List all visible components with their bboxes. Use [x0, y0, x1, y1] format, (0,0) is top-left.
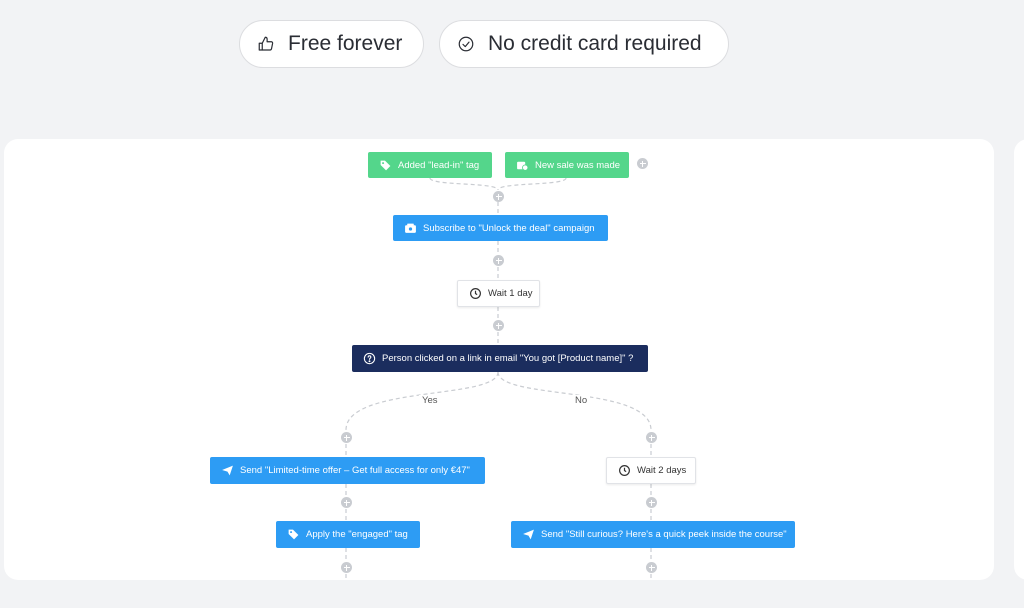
add-trigger-button[interactable]	[637, 158, 648, 169]
check-circle-icon	[456, 34, 476, 54]
next-card-edge	[1014, 139, 1024, 580]
sale-icon	[515, 158, 529, 172]
trigger-new-sale[interactable]: New sale was made	[505, 152, 629, 178]
question-icon	[362, 352, 376, 366]
node-label: Apply the "engaged" tag	[306, 529, 408, 540]
node-label: Wait 1 day	[488, 288, 533, 299]
branch-no-label: No	[572, 395, 591, 406]
node-label: Send "Limited-time offer – Get full acce…	[240, 465, 470, 476]
node-label: Send "Still curious? Here's a quick peek…	[541, 529, 787, 540]
clock-icon	[617, 464, 631, 478]
add-step-button[interactable]	[493, 320, 504, 331]
clock-icon	[468, 287, 482, 301]
node-label: Person clicked on a link in email "You g…	[382, 353, 634, 364]
node-label: Subscribe to "Unlock the deal" campaign	[423, 222, 595, 234]
condition-link-clicked[interactable]: Person clicked on a link in email "You g…	[352, 345, 648, 372]
node-label: New sale was made	[535, 159, 621, 171]
thumbs-up-icon	[256, 34, 276, 54]
add-step-button[interactable]	[341, 562, 352, 573]
send-icon	[521, 528, 535, 542]
add-step-button[interactable]	[493, 255, 504, 266]
action-subscribe-campaign[interactable]: Subscribe to "Unlock the deal" campaign	[393, 215, 608, 241]
node-label: Wait 2 days	[637, 465, 687, 476]
action-send-still-curious[interactable]: Send "Still curious? Here's a quick peek…	[511, 521, 795, 548]
add-step-button[interactable]	[646, 497, 657, 508]
no-credit-card-badge: No credit card required	[439, 20, 729, 68]
badge-label: No credit card required	[488, 32, 702, 55]
campaign-icon	[403, 221, 417, 235]
add-step-button[interactable]	[646, 562, 657, 573]
add-step-button[interactable]	[341, 432, 352, 443]
action-apply-engaged-tag[interactable]: Apply the "engaged" tag	[276, 521, 420, 548]
add-step-button[interactable]	[646, 432, 657, 443]
add-step-button[interactable]	[341, 497, 352, 508]
node-label: Added "lead-in" tag	[398, 159, 480, 171]
action-send-limited-offer[interactable]: Send "Limited-time offer – Get full acce…	[210, 457, 485, 484]
wait-1-day-step[interactable]: Wait 1 day	[457, 280, 540, 307]
trigger-added-tag[interactable]: Added "lead-in" tag	[368, 152, 492, 178]
send-icon	[220, 464, 234, 478]
add-step-button[interactable]	[493, 191, 504, 202]
tag-icon	[286, 528, 300, 542]
branch-yes-label: Yes	[419, 395, 441, 406]
wait-2-days-step[interactable]: Wait 2 days	[606, 457, 696, 484]
free-forever-badge: Free forever	[239, 20, 424, 68]
badge-label: Free forever	[288, 32, 403, 55]
tag-icon	[378, 158, 392, 172]
